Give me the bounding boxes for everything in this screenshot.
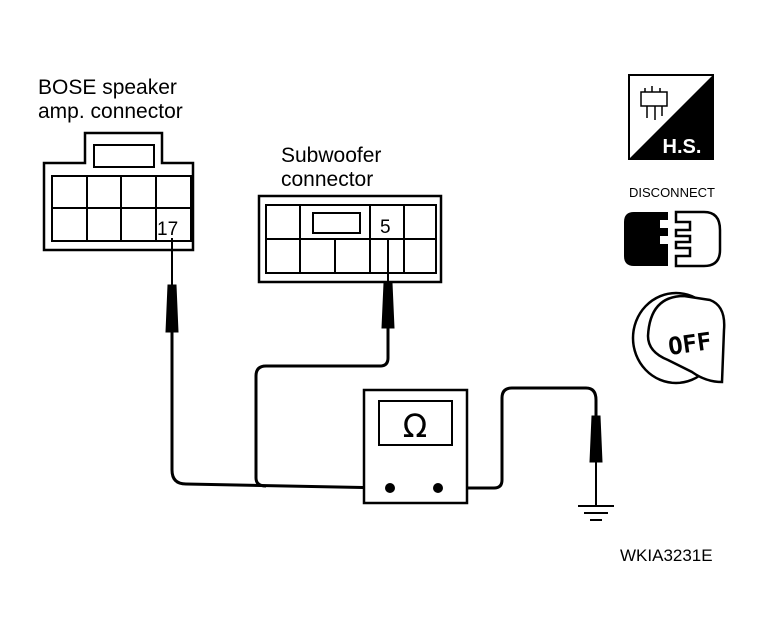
ignition-key-off-icon	[631, 291, 726, 385]
bose-label-line2: amp. connector	[38, 100, 183, 123]
probe-bose	[165, 238, 179, 345]
sub-label-line2: connector	[281, 168, 374, 191]
ohm-symbol: Ω	[403, 407, 427, 445]
subwoofer-pin-5: 5	[380, 217, 391, 238]
disconnect-connector-icon	[624, 210, 722, 268]
hs-text: H.S.	[663, 136, 702, 158]
ground-probe	[578, 415, 614, 521]
figure-code: WKIA3231E	[620, 546, 713, 565]
sub-label-line1: Subwoofer	[281, 144, 382, 167]
bose-connector	[42, 131, 195, 252]
probe-subwoofer	[381, 238, 395, 340]
subwoofer-connector	[257, 194, 443, 284]
bose-pin-17: 17	[157, 219, 178, 240]
ohmmeter	[362, 388, 469, 505]
bose-label-line1: BOSE speaker	[38, 76, 177, 99]
test-wires	[170, 340, 598, 490]
disconnect-text: DISCONNECT	[629, 185, 715, 200]
harness-connector-icon	[628, 74, 714, 160]
off-text: OFF	[666, 327, 713, 361]
